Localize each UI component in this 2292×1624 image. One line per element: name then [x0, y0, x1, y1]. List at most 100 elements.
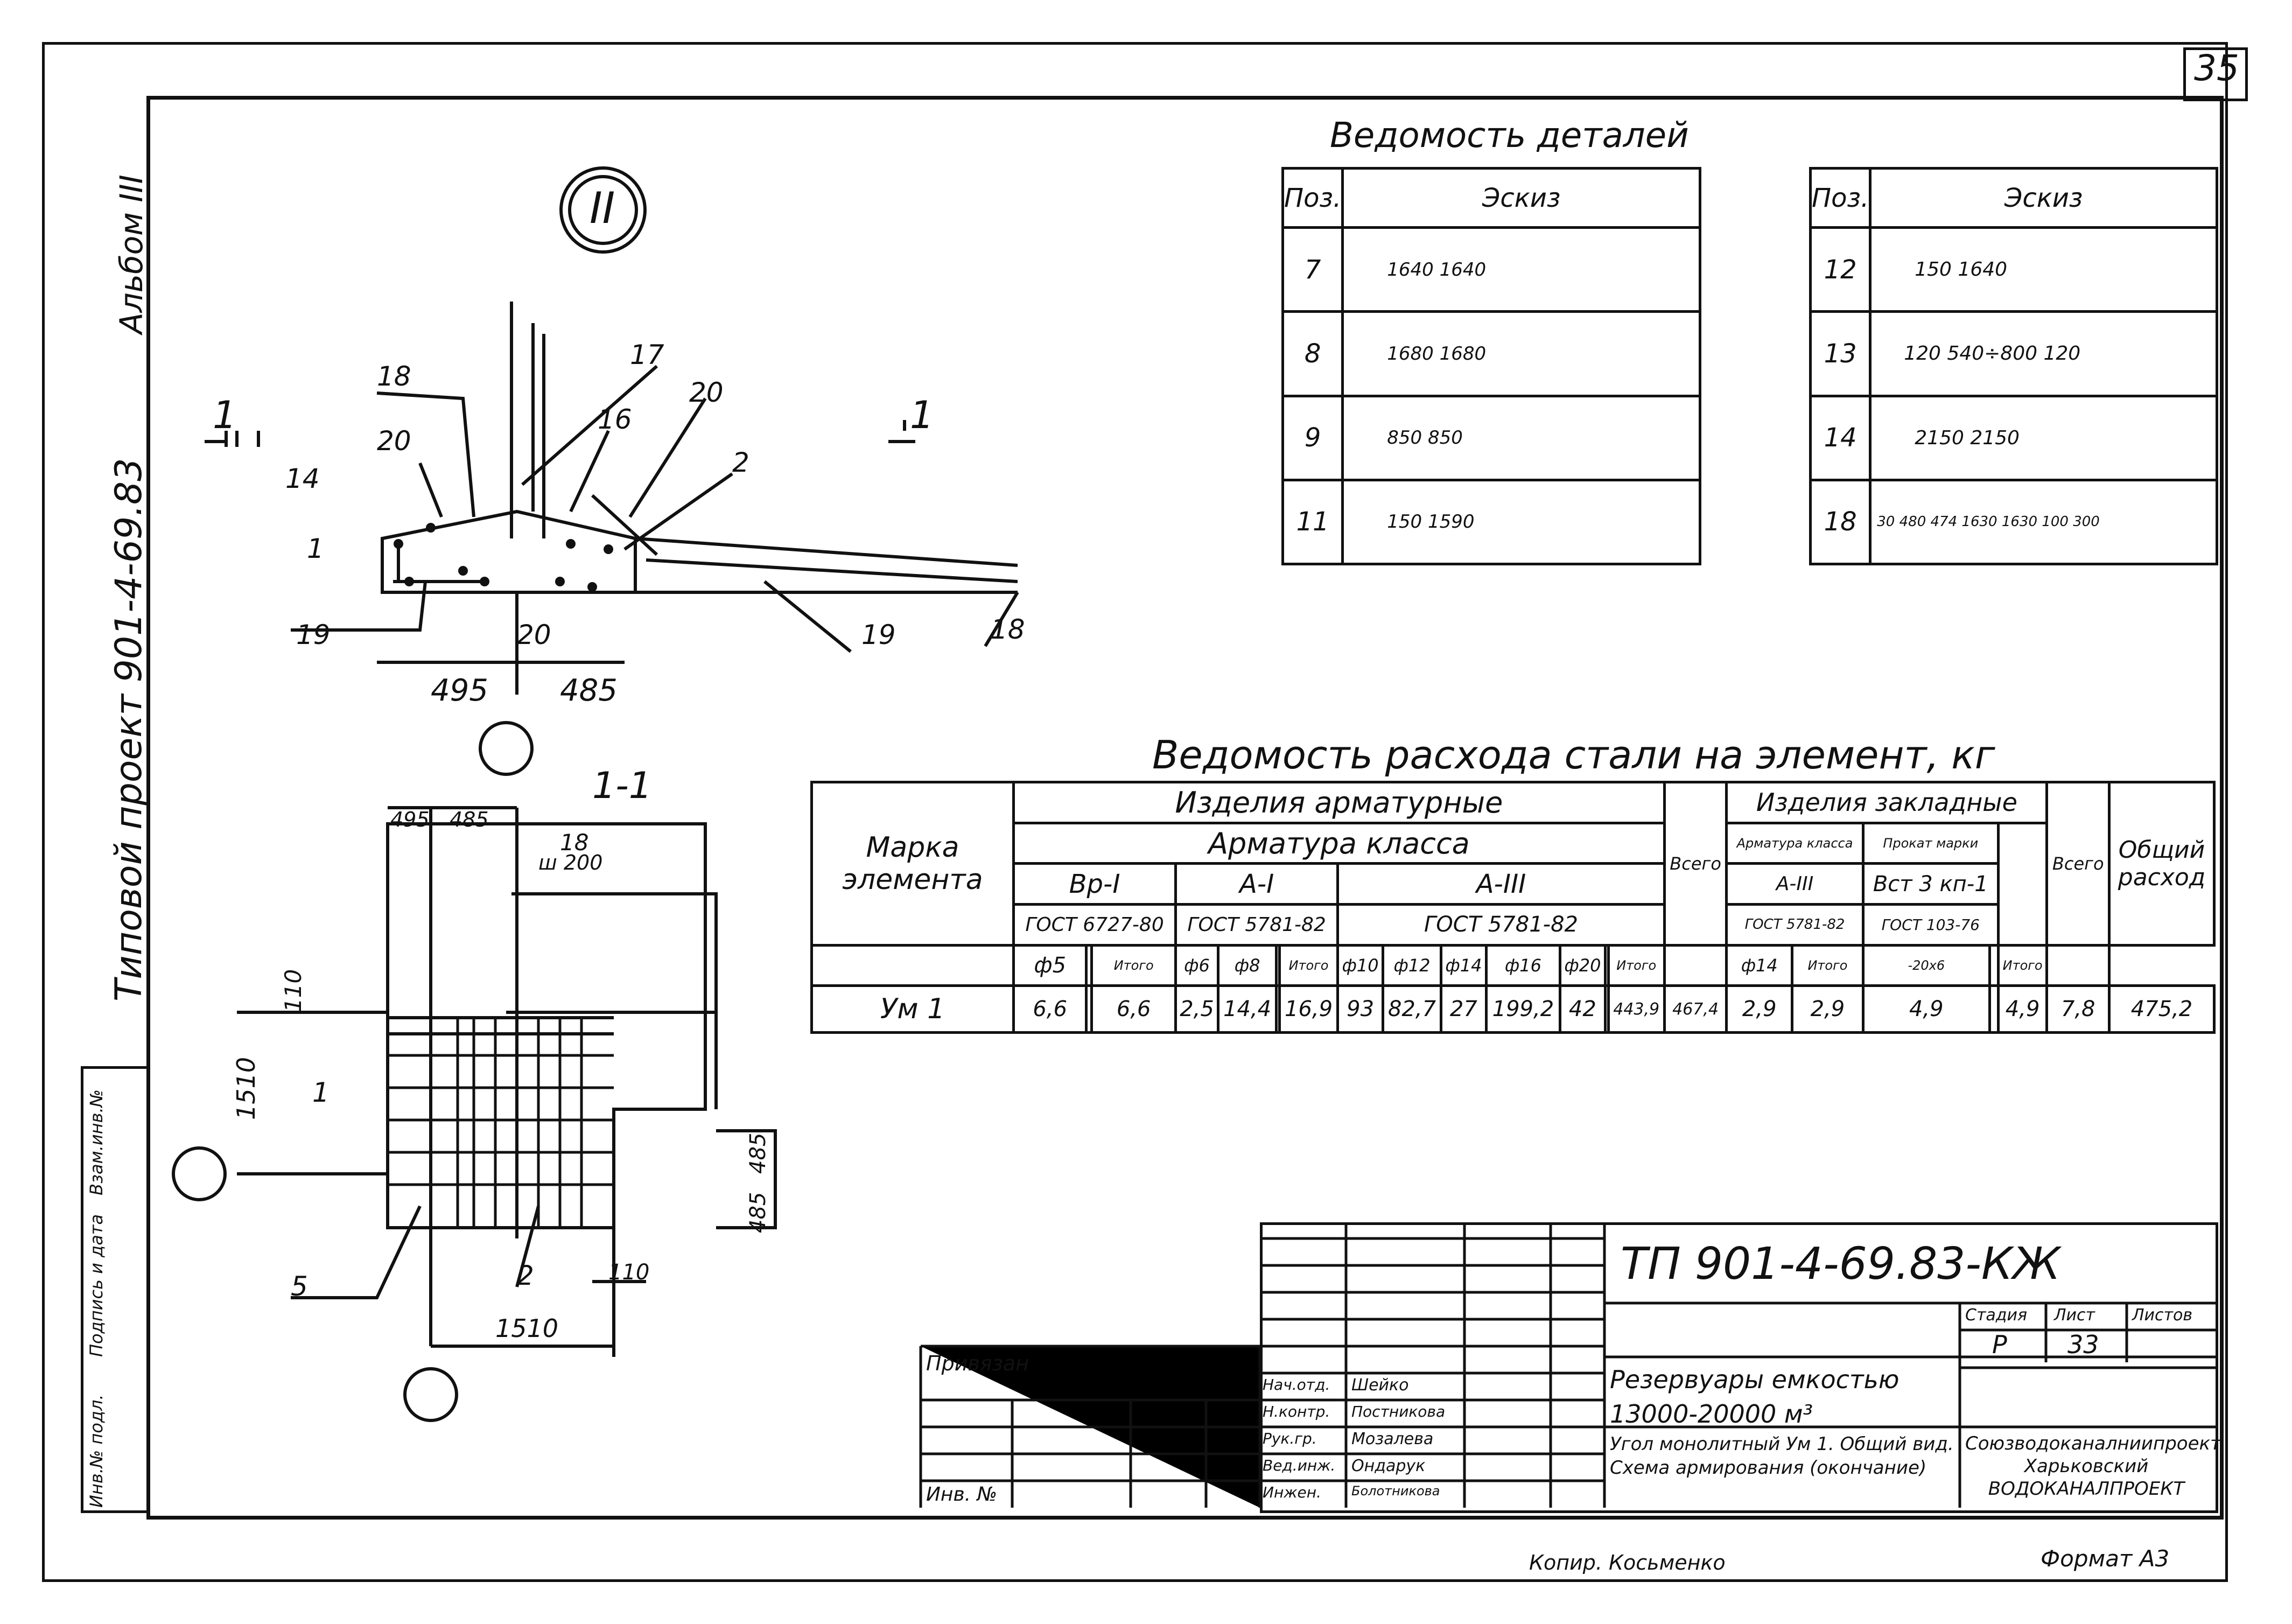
diam: ф8 [1216, 943, 1278, 988]
plan-callout: 1 [312, 1077, 330, 1108]
privyazan-label: Привязан [926, 1352, 1029, 1375]
plan-dimension: 1510 [495, 1314, 559, 1343]
format-label: Формат А3 [2041, 1545, 2170, 1572]
detail-sketch: 30 480 474 1630 1630 100 300 [1869, 478, 2218, 566]
diam: Итого [1996, 943, 2049, 988]
cell: 467,4 [1663, 984, 1728, 1034]
emb-sub-2: Прокат марки [1861, 821, 2000, 865]
cell: 27 [1439, 984, 1488, 1034]
steel-title: Ведомость расхода стали на элемент, кг [1152, 732, 1995, 778]
callout: 20 [689, 377, 724, 408]
col-total-emb: Всего [2045, 781, 2111, 947]
dimension: 485 [560, 673, 618, 708]
sheet-number-box [2183, 47, 2248, 101]
plan-callout: 2 [517, 1260, 534, 1291]
diam-blank [2045, 943, 2111, 988]
group-rebar: Изделия арматурные [1012, 781, 1666, 824]
class-a3: А-III [1336, 862, 1666, 906]
detail-sketch: 850 850 [1341, 394, 1701, 481]
diam [1988, 943, 2000, 988]
plan-dimension: 495 [390, 808, 430, 831]
plan-dimension: 485 [450, 808, 489, 831]
cell: 42 [1558, 984, 1607, 1034]
cell: 7,8 [2045, 984, 2111, 1034]
diam [1603, 943, 1610, 988]
name: Ондарук [1351, 1457, 1426, 1475]
col-total: Всего [1663, 781, 1728, 947]
sheet-border-outer [42, 42, 2228, 1582]
sheet-header: Лист [2054, 1306, 2095, 1325]
name: Шейко [1351, 1376, 1409, 1395]
diam: Итого [1791, 943, 1865, 988]
class-vr1: Вр-I [1012, 862, 1177, 906]
callout: 18 [377, 361, 411, 392]
callout: 18 [991, 614, 1025, 645]
diam [1275, 943, 1281, 988]
row-mark: Ум 1 [810, 984, 1015, 1034]
sheet-title-text: Угол монолитный Ум 1. Общий вид. Схема а… [1610, 1433, 1954, 1479]
role: Н.контр. [1263, 1403, 1330, 1420]
detail-sketch: 150 1640 [1869, 226, 2218, 313]
emb-class-2: Вст 3 кп-1 [1861, 862, 2000, 906]
callout: 14 [285, 463, 320, 494]
diam: ф20 [1558, 943, 1607, 988]
cell: 93 [1336, 984, 1385, 1034]
std-2: ГОСТ 5781-82 [1174, 903, 1340, 947]
plan-outline [386, 822, 707, 1229]
col-mark: Марка элемента [810, 781, 1015, 947]
class-a1: А-I [1174, 862, 1340, 906]
std-1: ГОСТ 6727-80 [1012, 903, 1177, 947]
cell [1988, 984, 2000, 1034]
name: Болотникова [1351, 1483, 1440, 1499]
diam: ф10 [1336, 943, 1385, 988]
plan-dimension: ш 200 [538, 851, 603, 874]
callout: 19 [861, 619, 896, 650]
col-overall: Общий расход [2108, 781, 2216, 947]
emb-blank [1996, 821, 2049, 947]
cell: 2,9 [1725, 984, 1794, 1034]
emb-std-2: ГОСТ 103-76 [1861, 903, 2000, 947]
cell: 14,4 [1216, 984, 1278, 1034]
header-sketch: Эскиз [1341, 167, 1701, 229]
sheet-value: 33 [2067, 1330, 2099, 1359]
detail-pos: 12 [1809, 226, 1872, 313]
sheet-number: 35 [2194, 47, 2239, 89]
cell: 475,2 [2108, 984, 2216, 1034]
role: Инжен. [1263, 1483, 1321, 1501]
sheets-header: Листов [2132, 1306, 2193, 1325]
cell [1275, 984, 1281, 1034]
emb-std-1: ГОСТ 5781-82 [1725, 903, 1865, 947]
details-title: Ведомость деталей [1330, 116, 1689, 156]
detail-sketch: 120 540÷800 120 [1869, 310, 2218, 397]
diam: ф14 [1439, 943, 1488, 988]
header-pos: Поз. [1281, 167, 1344, 229]
plan-dimension: 110 [608, 1260, 650, 1285]
sheet-border-inner [146, 96, 2224, 1520]
section-mark-right: 1 [910, 393, 934, 437]
callout: 20 [377, 425, 411, 457]
cell: 82,7 [1382, 984, 1442, 1034]
diam: Итого [1278, 943, 1340, 988]
detail-pos: 8 [1281, 310, 1344, 397]
cell: 2,9 [1791, 984, 1865, 1034]
section-outline [381, 509, 637, 594]
detail-pos: 13 [1809, 310, 1872, 397]
drawing-code: ТП 901-4-69.83-КЖ [1621, 1238, 2060, 1290]
detail-pos: 18 [1809, 478, 1872, 566]
detail-sketch: 2150 2150 [1869, 394, 2218, 481]
mark-blank [810, 943, 1015, 988]
object-title: Резервуары емкостью 13000-20000 м³ [1610, 1365, 1900, 1429]
diam: ф5 [1012, 943, 1088, 988]
cell: 443,9 [1607, 984, 1666, 1034]
group-embedded: Изделия закладные [1725, 781, 2049, 824]
emb-class-1: А-III [1725, 862, 1865, 906]
diam [1085, 943, 1094, 988]
inv-label: Инв. № [926, 1483, 998, 1506]
rebar-class: Арматура класса [1012, 821, 1666, 865]
cell [1085, 984, 1094, 1034]
callout: 2 [732, 447, 749, 478]
node-mark-circle [559, 166, 647, 254]
detail-pos: 7 [1281, 226, 1344, 313]
